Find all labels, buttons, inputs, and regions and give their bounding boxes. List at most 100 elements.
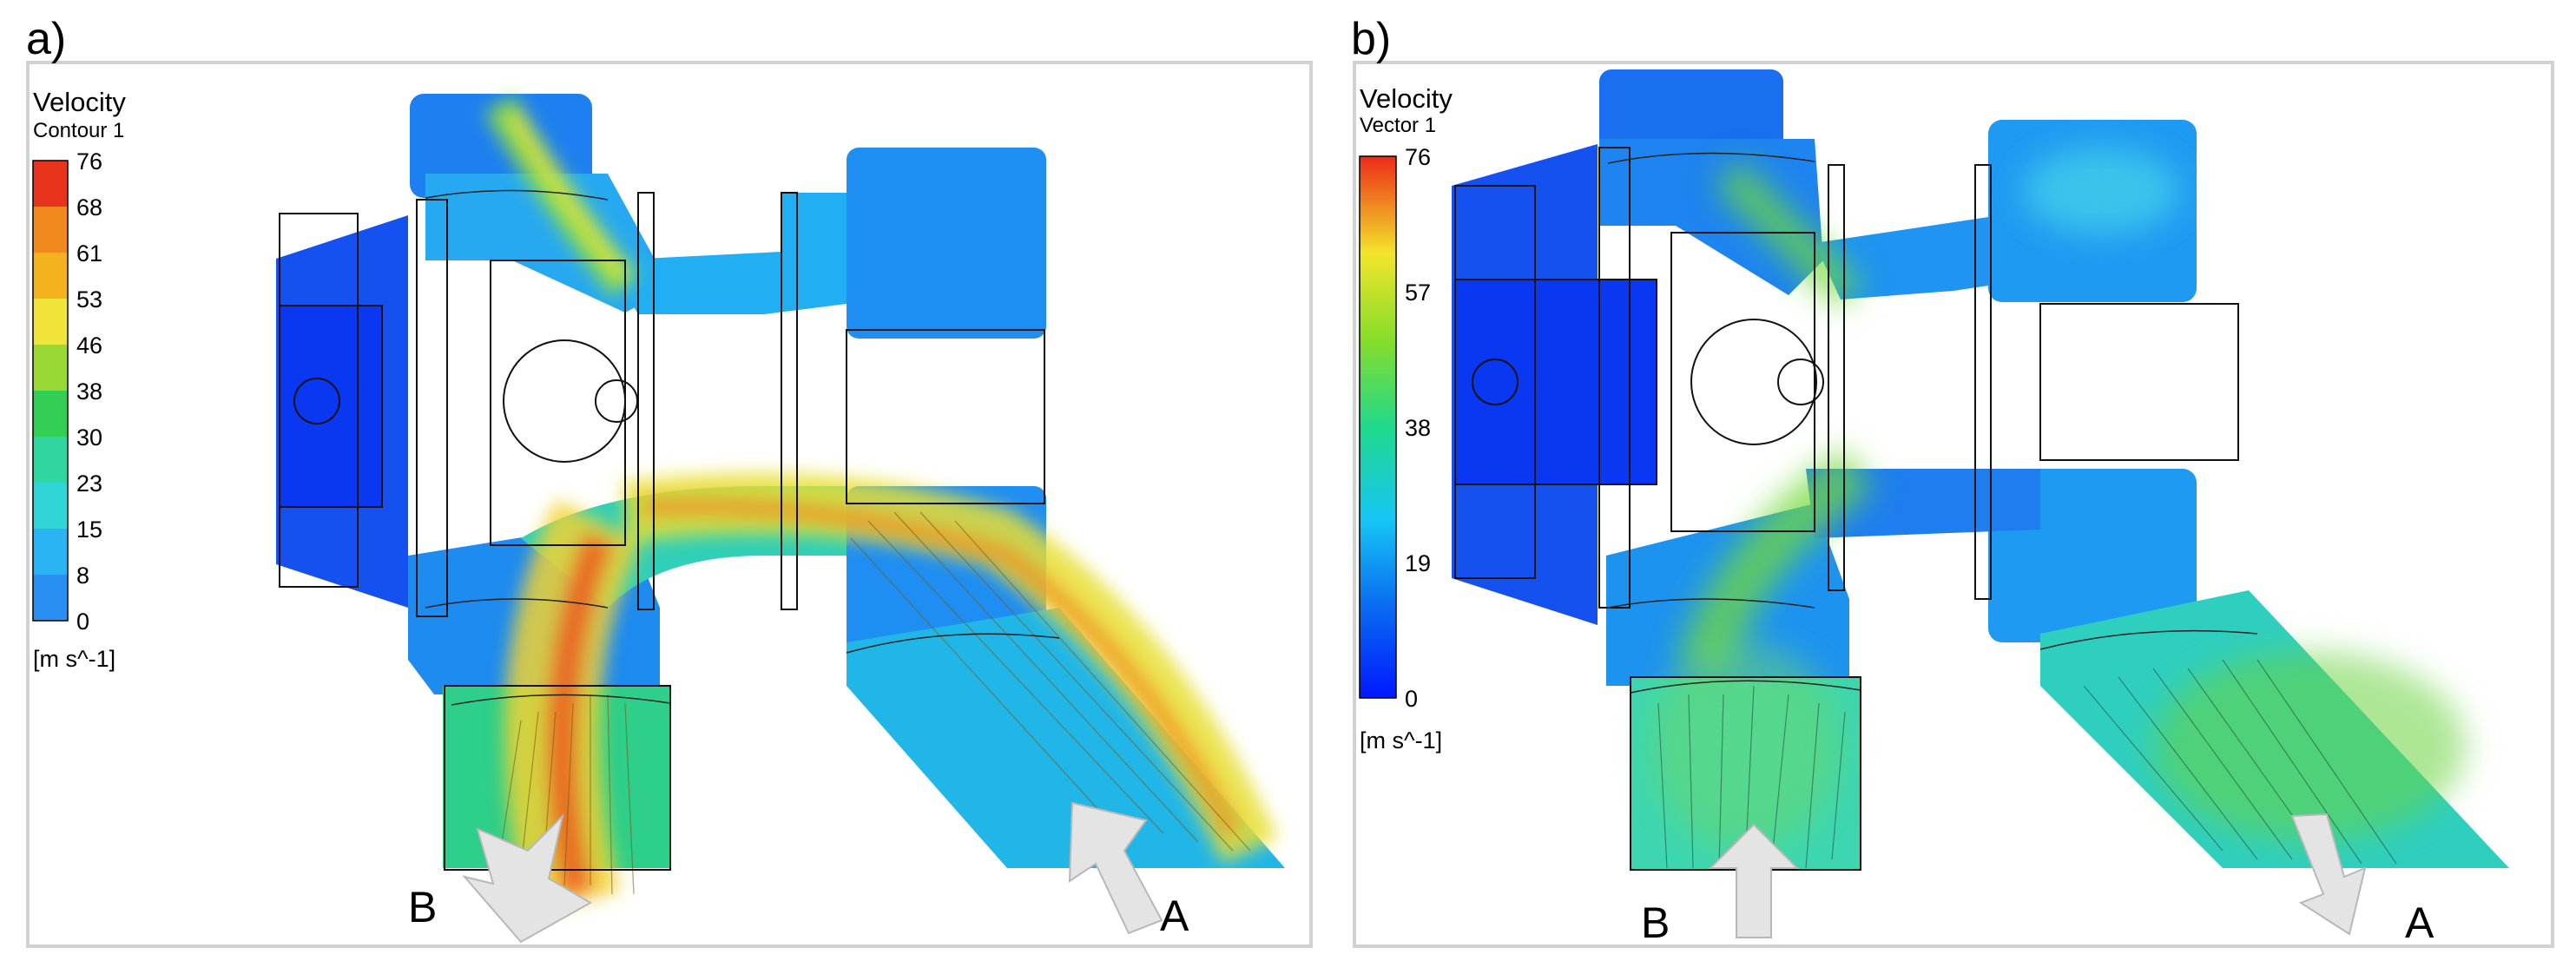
- panel-b-legend-subtitle: Vector 1: [1360, 114, 1436, 137]
- colorbar-tick-label: 19: [1405, 550, 1431, 576]
- panel-b-arrow-b: [1708, 823, 1800, 938]
- outline-mid-plate: [416, 199, 448, 617]
- colorbar-tick-label: 30: [76, 424, 102, 451]
- outline-lower-arc-a: [425, 598, 609, 609]
- vector-strokes-b: [498, 694, 635, 895]
- panel-a-colorbar: [32, 160, 69, 622]
- panel-a-arrow-a: [1068, 801, 1163, 935]
- colorbar-step: [33, 253, 68, 299]
- panel-b-port-a: A: [2405, 898, 2434, 947]
- panel-a-outline: [279, 189, 1060, 871]
- panel-b-arrow-a: [2290, 813, 2367, 936]
- panel-b-colorbar: [1359, 155, 1397, 699]
- left-housing-core: [1455, 280, 1657, 484]
- outline-duct-arc-b: [1630, 680, 1861, 694]
- outline-duct-arc-a: [2039, 629, 2258, 650]
- panel-a-legend-subtitle: Contour 1: [33, 119, 124, 142]
- upper-neck: [1599, 139, 1823, 295]
- panel-b-legend-title: Velocity: [1360, 83, 1453, 114]
- outline-inlet-b: [1630, 676, 1861, 871]
- colorbar-tick-label: 46: [76, 332, 102, 359]
- colorbar-step: [33, 575, 68, 622]
- outline-right-plate-2: [2039, 303, 2239, 461]
- colorbar-step: [33, 161, 68, 207]
- colorbar-step: [33, 207, 68, 253]
- colorbar-tick-label: 53: [76, 286, 102, 313]
- outline-mid-plate: [1598, 147, 1631, 609]
- outline-mid-circle: [1690, 319, 1817, 445]
- vector-strokes-a: [850, 511, 1251, 852]
- panel-b-vectors: [1657, 659, 2397, 869]
- colorbar-tick-label: 0: [1405, 686, 1418, 712]
- colorbar-tick-label: 23: [76, 471, 102, 497]
- colorbar-frame: [32, 160, 69, 622]
- outline-left-port: [293, 378, 340, 424]
- panel-a-arrow-b: [462, 813, 593, 944]
- outline-right-plate-1: [1974, 164, 1992, 600]
- outlet-duct-a: [847, 608, 1285, 868]
- panel-b-label: b): [1351, 14, 1391, 64]
- colorbar-step: [33, 299, 68, 346]
- colorbar-tick-label: 38: [76, 378, 102, 405]
- panel-a-colorbar-ticks: 76 68 61 53 46 38 30 23 15 8 0: [76, 148, 102, 635]
- colorbar-tick-label: 76: [76, 148, 102, 174]
- colorbar-tick-label: 76: [1405, 144, 1431, 170]
- colorbar-step: [33, 345, 68, 392]
- panel-a: a) Velocity Contour 1 76 68 61 53 46 38 30 23 15…: [26, 14, 1313, 948]
- outline-upper-arc: [425, 189, 609, 201]
- colorbar-step: [33, 529, 68, 576]
- colorbar-tick-label: 38: [1405, 415, 1431, 441]
- colorbar-tick-label: 0: [76, 609, 89, 635]
- colorbar-tick-label: 8: [76, 563, 89, 589]
- outline-left-port: [1472, 359, 1519, 405]
- panel-a-vectors: [498, 511, 1251, 895]
- outline-duct-arc-b: [451, 694, 671, 706]
- panel-b: b) Velocity Vector 1 76 57 38 19 0 [m s^-1]: [1351, 14, 2554, 948]
- panel-b-legend: Velocity Vector 1 76 57 38 19 0 [m s^-1]: [1359, 83, 1453, 754]
- colorbar-step: [33, 391, 68, 438]
- panel-a-label: a): [26, 14, 66, 64]
- vector-strokes-a: [2083, 659, 2397, 865]
- jet-upper: [1715, 161, 1862, 308]
- outline-mid-cylinder: [490, 260, 626, 546]
- outline-lower-arc: [1607, 598, 1815, 609]
- panel-b-port-b: B: [1641, 898, 1670, 947]
- panel-b-colorbar-ticks: 76 57 38 19 0: [1405, 144, 1431, 712]
- upper-duct: [1815, 165, 2040, 299]
- colorbar-tick-label: 61: [76, 240, 102, 267]
- jet-lower-left-core: [546, 532, 614, 898]
- outline-right-plate-1: [781, 192, 798, 610]
- outline-right-plate-2: [846, 329, 1045, 504]
- outline-left-core: [279, 305, 383, 508]
- right-chamber-top: [847, 148, 1046, 339]
- panel-b-outline: [1454, 147, 2258, 871]
- colorbar-tick-label: 57: [1405, 280, 1431, 306]
- inlet-plume: [1650, 642, 1841, 851]
- panel-b-velocity-field: [1650, 148, 2466, 851]
- outline-mid-port: [1777, 359, 1824, 405]
- outline-upper-arc: [1607, 152, 1815, 164]
- panel-a-port-b: B: [408, 883, 437, 931]
- panel-a-port-a: A: [1160, 892, 1189, 940]
- outline-inlet-b: [444, 685, 671, 871]
- panel-a-legend: Velocity Contour 1 76686153463830231580 …: [32, 87, 126, 672]
- outline-flange: [1828, 164, 1845, 591]
- outline-mid-cylinder: [1670, 232, 1815, 532]
- panel-a-legend-unit: [m s^-1]: [33, 646, 115, 672]
- colorbar-tick-label: 68: [76, 194, 102, 220]
- panel-b-legend-unit: [m s^-1]: [1360, 727, 1442, 754]
- colorbar-step: [33, 483, 68, 530]
- outlet-plume: [2153, 651, 2466, 842]
- vector-strokes-b: [1657, 685, 1846, 869]
- outline-duct-arc-a: [846, 633, 1060, 654]
- upper-duct: [608, 193, 847, 314]
- panel-a-legend-title: Velocity: [33, 87, 126, 117]
- colorbar-tick-label: 15: [76, 517, 102, 543]
- jet-lower-right-core: [642, 497, 1241, 838]
- outline-mid-circle: [503, 339, 626, 463]
- right-chamber-plume: [2023, 148, 2179, 234]
- left-housing-core: [280, 306, 382, 507]
- colorbar-step: [33, 437, 68, 484]
- jet-upper-core: [506, 109, 630, 282]
